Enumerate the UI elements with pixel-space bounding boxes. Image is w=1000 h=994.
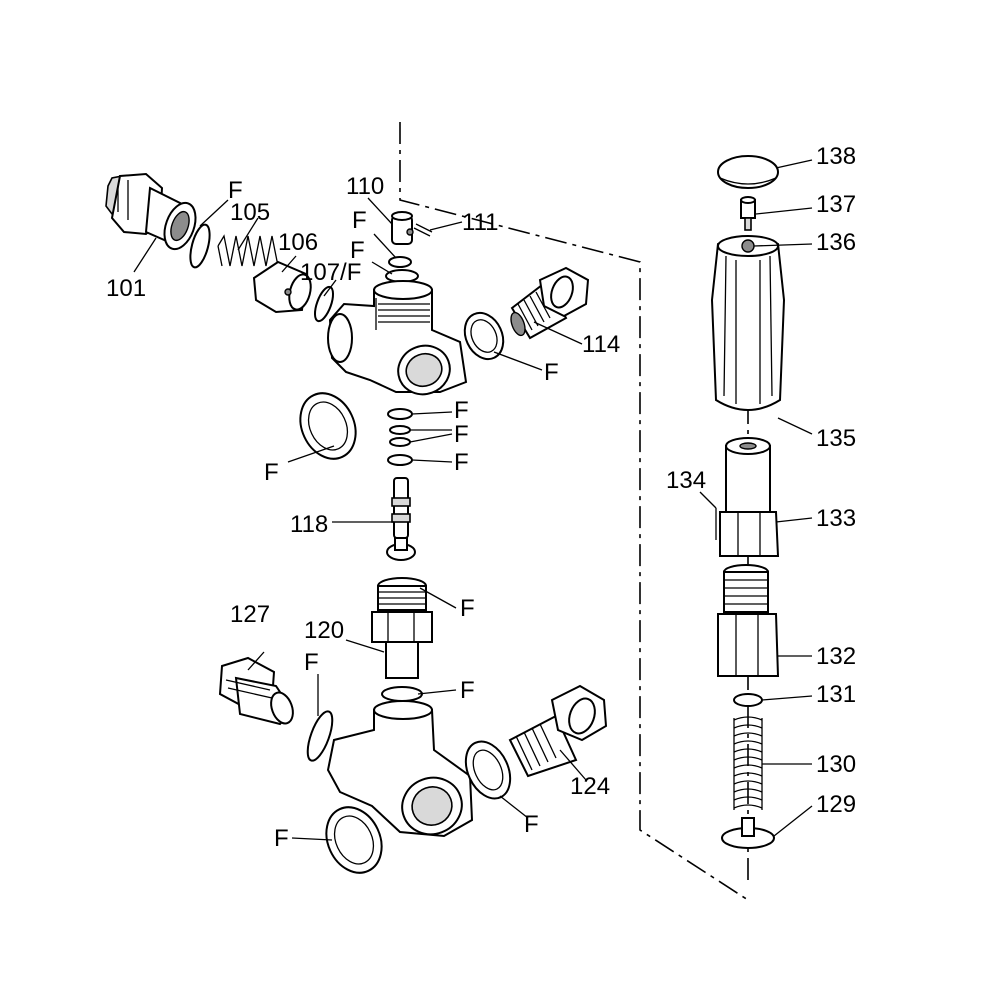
part-137-screw	[740, 196, 756, 231]
part-105-spring	[217, 234, 279, 267]
label-135: 135	[816, 425, 856, 452]
part-124-fitting	[508, 684, 608, 778]
assembly-axis-line	[399, 122, 749, 901]
label-137: 137	[816, 191, 856, 218]
part-101-inlet-fitting	[105, 172, 197, 251]
label-111: 111	[462, 209, 498, 236]
ring-120	[381, 686, 423, 702]
label-114: 114	[582, 331, 620, 358]
ring-f2a	[389, 425, 411, 435]
label-129: 129	[816, 791, 856, 818]
ring-f1	[387, 408, 413, 420]
label-130: 130	[816, 751, 856, 778]
label-f-124: F	[524, 811, 539, 838]
part-127-fitting	[218, 656, 294, 726]
label-f-120: F	[460, 677, 475, 704]
seal-114-inner	[470, 319, 498, 353]
o-ring-101	[189, 223, 211, 269]
lower-valve-body	[326, 700, 474, 838]
seal-left-inner	[307, 401, 349, 451]
label-f-ring2: F	[454, 421, 469, 448]
part-133-body	[719, 437, 780, 557]
part-114-fitting	[510, 266, 590, 340]
leader-lines	[133, 159, 813, 841]
label-101: 101	[106, 275, 146, 302]
label-131: 131	[816, 681, 856, 708]
label-f-110a: F	[352, 207, 367, 234]
label-127: 127	[230, 601, 270, 628]
label-f-ring1: F	[454, 397, 469, 424]
label-f-101: F	[228, 177, 243, 204]
label-133: 133	[816, 505, 856, 532]
seal-left	[299, 392, 357, 460]
part-129-poppet	[721, 817, 775, 849]
label-138: 138	[816, 143, 856, 170]
ring-f2b	[389, 437, 411, 447]
label-106: 106	[278, 229, 318, 256]
part-120-seat	[371, 577, 433, 679]
label-f-118: F	[460, 595, 475, 622]
seal-114	[463, 311, 505, 361]
label-134: 134	[666, 467, 706, 494]
label-132: 132	[816, 643, 856, 670]
o-ring-127	[306, 710, 334, 762]
label-f-110b: F	[350, 237, 365, 264]
part-110-plug	[391, 211, 414, 245]
part-135-knob	[710, 235, 786, 411]
part-131-washer	[733, 693, 763, 707]
part-111-pin	[413, 223, 433, 237]
part-138-cap	[717, 155, 779, 189]
label-105: 105	[230, 199, 270, 226]
label-f-left: F	[264, 459, 279, 486]
label-118: 118	[290, 511, 328, 538]
label-f-127: F	[304, 649, 319, 676]
o-ring-110a	[388, 256, 412, 268]
ring-f3	[387, 454, 413, 466]
label-110: 110	[346, 173, 384, 200]
seal-124-inner	[472, 749, 504, 791]
label-f-ring3: F	[454, 449, 469, 476]
part-130-spring	[733, 716, 763, 810]
label-f-114: F	[544, 359, 559, 386]
label-136: 136	[816, 229, 856, 256]
seal-bottom-inner	[333, 815, 375, 865]
label-f-bottom: F	[274, 825, 289, 852]
upper-valve-body	[327, 280, 468, 396]
part-106-piston	[252, 260, 312, 314]
seal-bottom	[325, 806, 383, 874]
part-118-stem	[386, 477, 416, 561]
label-120: 120	[304, 617, 344, 644]
label-124: 124	[570, 773, 610, 800]
part-132-adapter	[717, 564, 780, 677]
label-107: 107/F	[300, 259, 361, 286]
